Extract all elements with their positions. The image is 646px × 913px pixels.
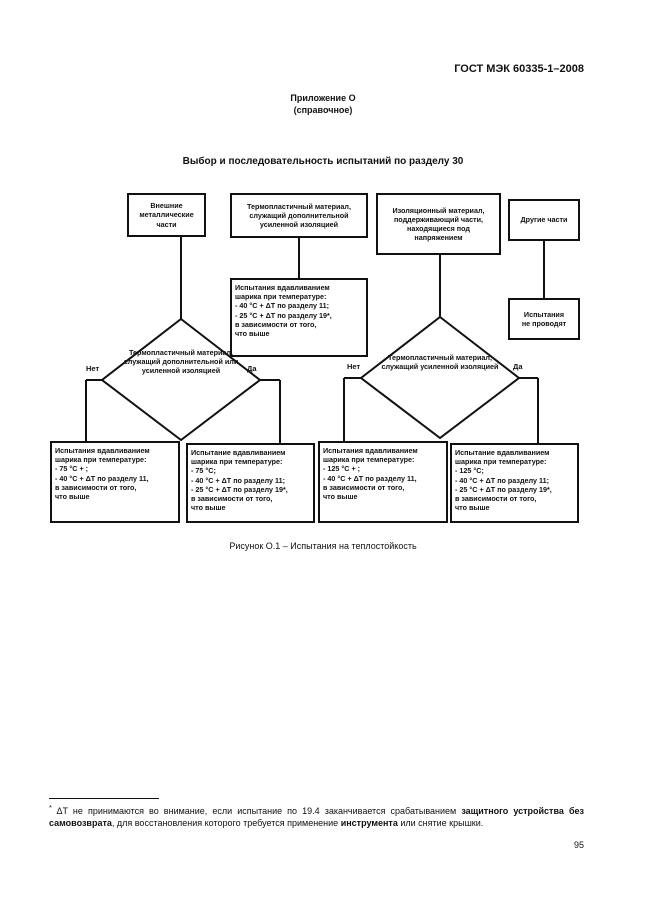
thermoplastic-supplementary-box: Термопластичный материал, служащий допол… bbox=[230, 193, 368, 238]
annex-subtitle: (справочное) bbox=[293, 105, 353, 115]
ball-pressure-test-box-mid: Испытания вдавливанием шарика при темпер… bbox=[230, 278, 368, 357]
insulating-material-live-parts-box: Изоляционный материал, поддерживающий ча… bbox=[376, 193, 501, 255]
page-number: 95 bbox=[573, 840, 584, 850]
annex-title: Приложение О bbox=[290, 93, 356, 103]
label-no-left: Нет bbox=[86, 364, 100, 373]
ball-pressure-test-box-4: Испытание вдавливанием шарика при темпер… bbox=[450, 443, 579, 523]
other-parts-box: Другие части bbox=[508, 199, 580, 241]
label-yes-right: Да bbox=[513, 362, 523, 371]
footnote: * ΔT не принимаются во внимание, если ис… bbox=[49, 803, 584, 829]
ball-pressure-test-box-1: Испытания вдавливанием шарика при темпер… bbox=[50, 441, 180, 523]
footnote-mark: * bbox=[49, 803, 52, 812]
footnote-separator bbox=[49, 798, 159, 799]
external-metal-parts-box: Внешние металлические части bbox=[127, 193, 206, 237]
label-yes-left: Да bbox=[247, 364, 257, 373]
standard-designation: ГОСТ МЭК 60335-1–2008 bbox=[454, 63, 584, 75]
no-tests-box: Испытания не проводят bbox=[508, 298, 580, 340]
decision-left-text: Термопластичный материал, служащий допол… bbox=[123, 348, 239, 375]
ball-pressure-test-box-3: Испытания вдавливанием шарика при темпер… bbox=[318, 441, 448, 523]
figure-caption: Рисунок О.1 – Испытания на теплостойкост… bbox=[229, 541, 417, 551]
figure-heading: Выбор и последовательность испытаний по … bbox=[182, 156, 464, 167]
label-no-right: Нет bbox=[347, 362, 361, 371]
ball-pressure-test-box-2: Испытание вдавливанием шарика при темпер… bbox=[186, 443, 315, 523]
decision-right-text: Термопластичный материал, служащий усиле… bbox=[381, 353, 499, 371]
